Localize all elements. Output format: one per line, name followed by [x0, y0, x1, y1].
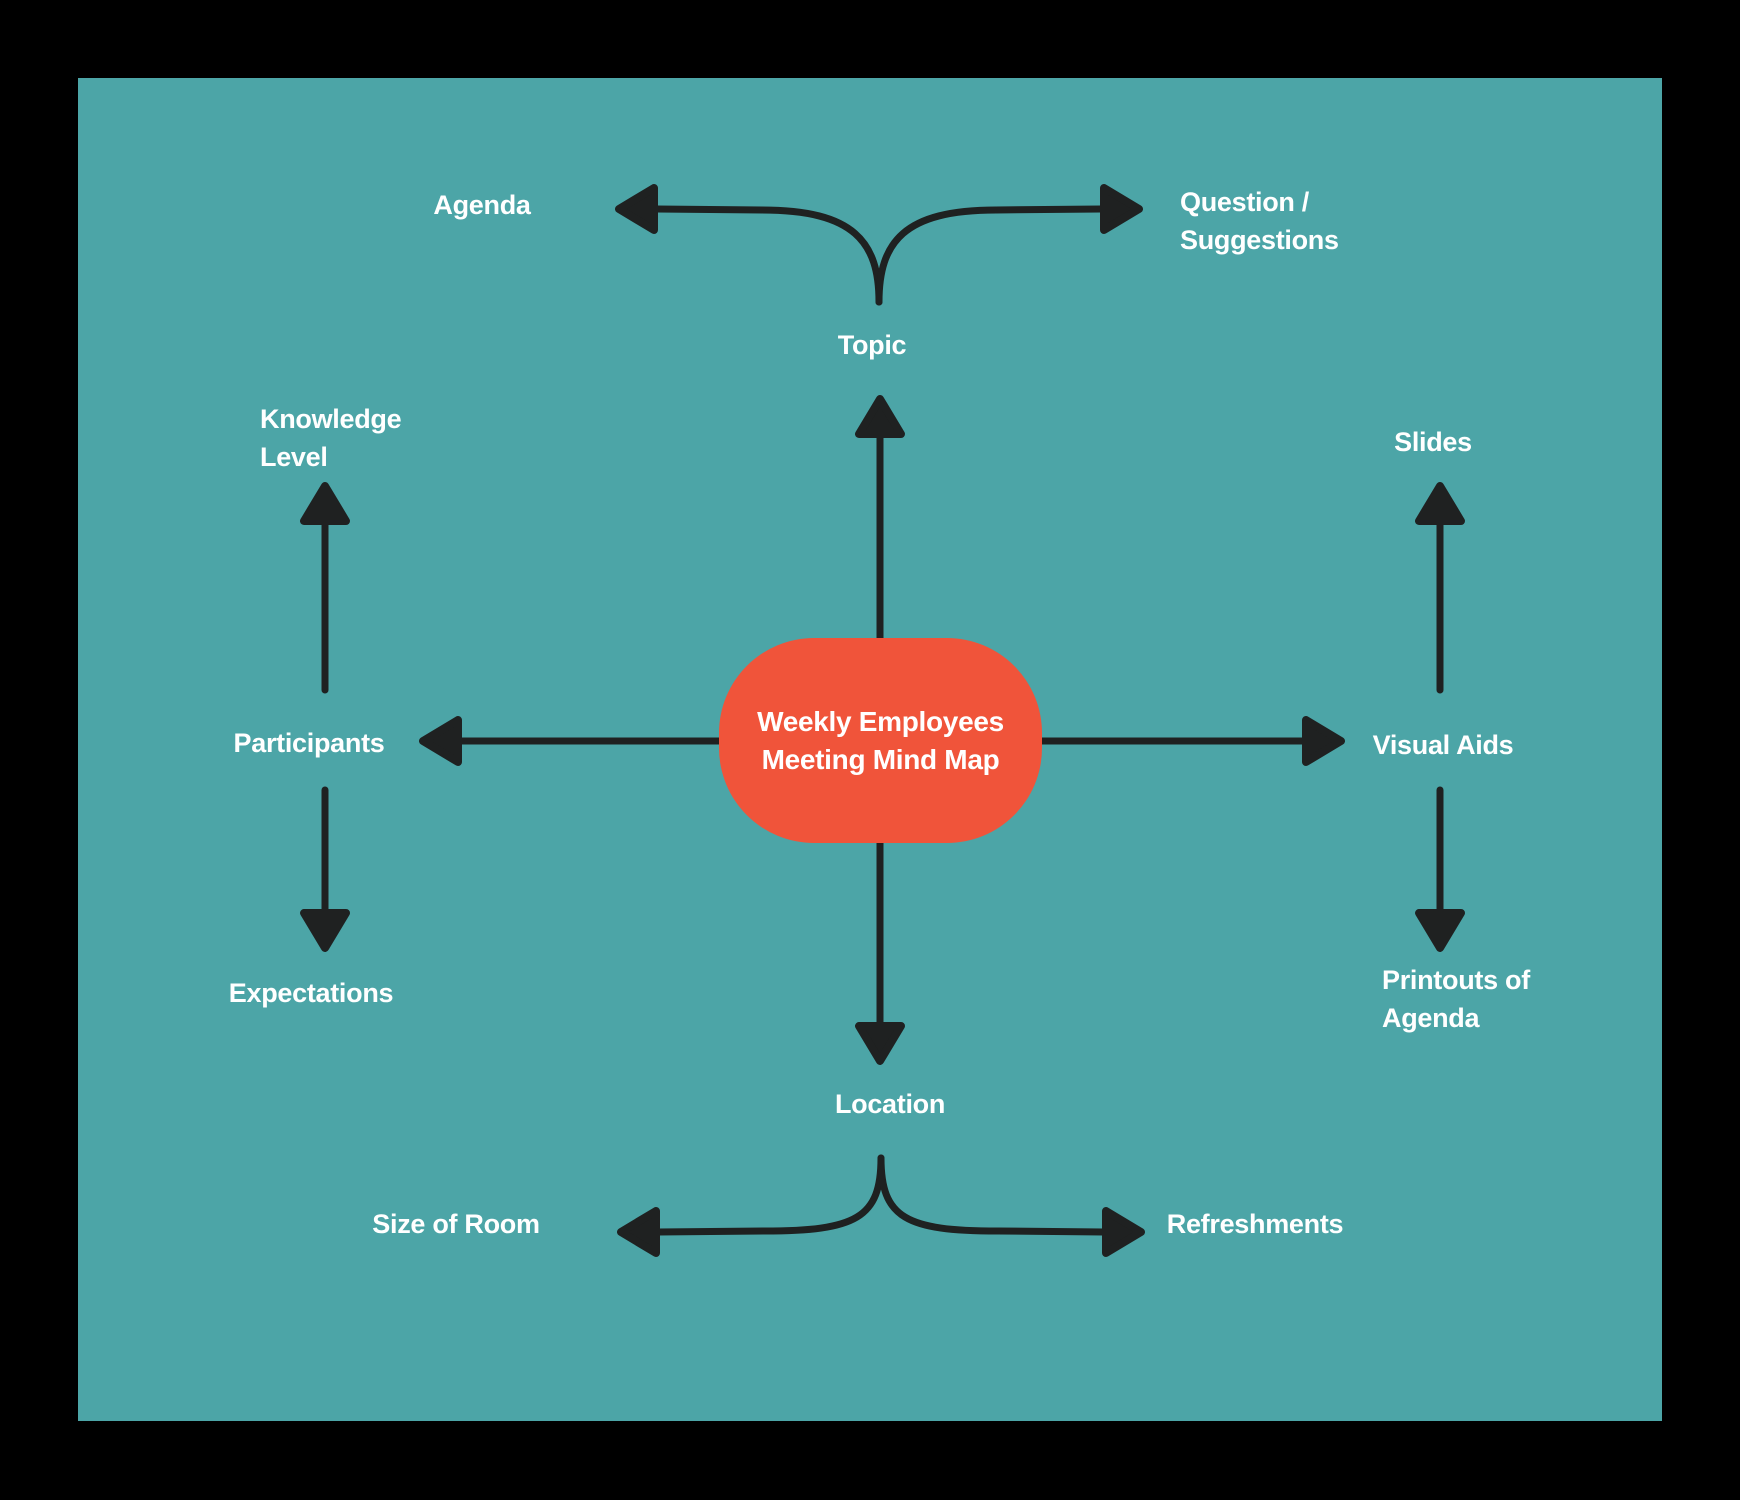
arrow-location-to-refreshments	[877, 1154, 1107, 1236]
arrowhead-participants	[419, 716, 462, 766]
arrow-topic-to-question-suggestions	[875, 205, 1105, 306]
arrowhead-refreshments	[1102, 1207, 1145, 1257]
node-label-knowledge-level: Knowledge Level	[260, 404, 402, 472]
arrowhead-location	[855, 1022, 905, 1065]
arrowhead-knowledge-level	[300, 482, 350, 525]
node-label-expectations: Expectations	[228, 978, 394, 1008]
node-label-refreshments: Refreshments	[1166, 1209, 1344, 1239]
node-label-location: Location	[834, 1089, 946, 1119]
arrowhead-visual-aids	[1302, 716, 1345, 766]
arrowhead-slides	[1415, 482, 1465, 525]
node-label-agenda: Agenda	[433, 190, 531, 220]
arrowhead-printouts	[1415, 909, 1465, 952]
arrowhead-size-of-room	[617, 1207, 660, 1257]
node-label-visual-aids: Visual Aids	[1372, 730, 1514, 760]
arrow-topic-to-agenda	[653, 205, 883, 306]
node-label-topic: Topic	[837, 330, 907, 360]
node-label-printouts-of-agenda: Printouts of Agenda	[1382, 965, 1530, 1033]
arrowhead-agenda	[615, 184, 658, 234]
arrow-location-to-size-of-room	[655, 1154, 885, 1236]
node-label-participants: Participants	[233, 728, 385, 758]
node-label-slides: Slides	[1394, 427, 1472, 457]
arrowhead-expectations	[300, 909, 350, 952]
center-node: Weekly Employees Meeting Mind Map	[719, 638, 1042, 843]
node-label-size-of-room: Size of Room	[372, 1209, 540, 1239]
arrowhead-topic	[855, 395, 905, 438]
arrowhead-question-suggestions	[1100, 184, 1143, 234]
center-node-label: Weekly Employees Meeting Mind Map	[757, 705, 1004, 775]
node-label-question-suggestions: Question / Suggestions	[1180, 187, 1339, 255]
